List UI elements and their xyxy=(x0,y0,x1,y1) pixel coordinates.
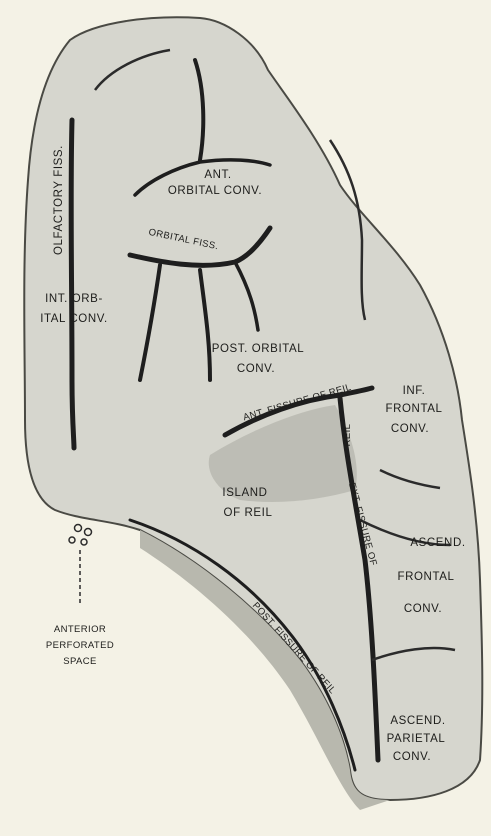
label-int-orbital-2: ITAL CONV. xyxy=(40,313,108,325)
label-anterior-perf-1: ANTERIOR xyxy=(54,624,106,635)
olfactory-fissure xyxy=(71,120,74,448)
label-ascend-parietal-3: CONV. xyxy=(393,751,431,763)
label-inf-frontal-2: FRONTAL xyxy=(385,403,442,415)
label-island-2: OF REIL xyxy=(224,507,273,519)
label-ascend-parietal-2: PARIETAL xyxy=(387,733,446,745)
label-int-orbital-1: INT. ORB- xyxy=(45,293,103,305)
label-post-orbital-2: CONV. xyxy=(237,363,275,375)
label-reil-vertical: REIL xyxy=(342,424,353,447)
label-post-orbital-1: POST. ORBITAL xyxy=(212,343,305,355)
label-anterior-perf-2: PERFORATED xyxy=(46,640,114,651)
label-ascend-frontal-3: CONV. xyxy=(404,603,442,615)
label-ascend-frontal-2: FRONTAL xyxy=(397,571,454,583)
label-olfactory-fiss: OLFACTORY FISS. xyxy=(53,145,65,255)
label-ascend-parietal-1: ASCEND. xyxy=(390,715,445,727)
perforated-space-dots xyxy=(69,525,92,546)
label-ascend-frontal-1: ASCEND. xyxy=(410,537,465,549)
label-inf-frontal-1: INF. xyxy=(403,385,426,397)
label-ant-orbital-2: ORBITAL CONV. xyxy=(168,185,262,197)
label-island-1: ISLAND xyxy=(222,487,267,499)
label-ant-orbital-1: ANT. xyxy=(204,169,231,181)
label-anterior-perf-3: SPACE xyxy=(63,656,97,667)
label-inf-frontal-3: CONV. xyxy=(391,423,429,435)
